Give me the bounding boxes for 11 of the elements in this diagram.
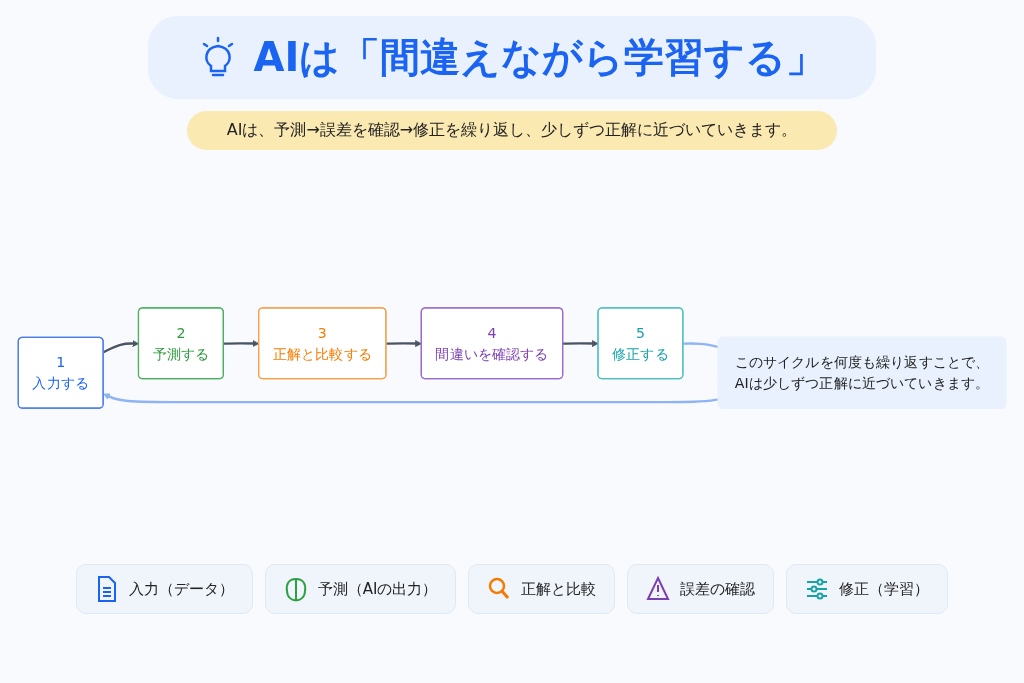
arrow: [103, 393, 719, 404]
legend-label: 正解と比較: [521, 579, 597, 599]
subtitle-note: AIは、予測→誤差を確認→修正を繰り返し、少しずつ正解に近づいていきます。: [186, 111, 838, 150]
arrow: [386, 340, 422, 347]
connector: [683, 342, 719, 349]
legend-label: 修正（学習）: [839, 579, 930, 599]
legend-label: 誤差の確認: [680, 579, 756, 599]
legend-label: 予測（AIの出力）: [317, 579, 438, 599]
title: AIは「間違えながら学習する」: [253, 33, 827, 82]
arrow: [563, 340, 599, 347]
legend-label: 入力（データ）: [128, 579, 234, 599]
